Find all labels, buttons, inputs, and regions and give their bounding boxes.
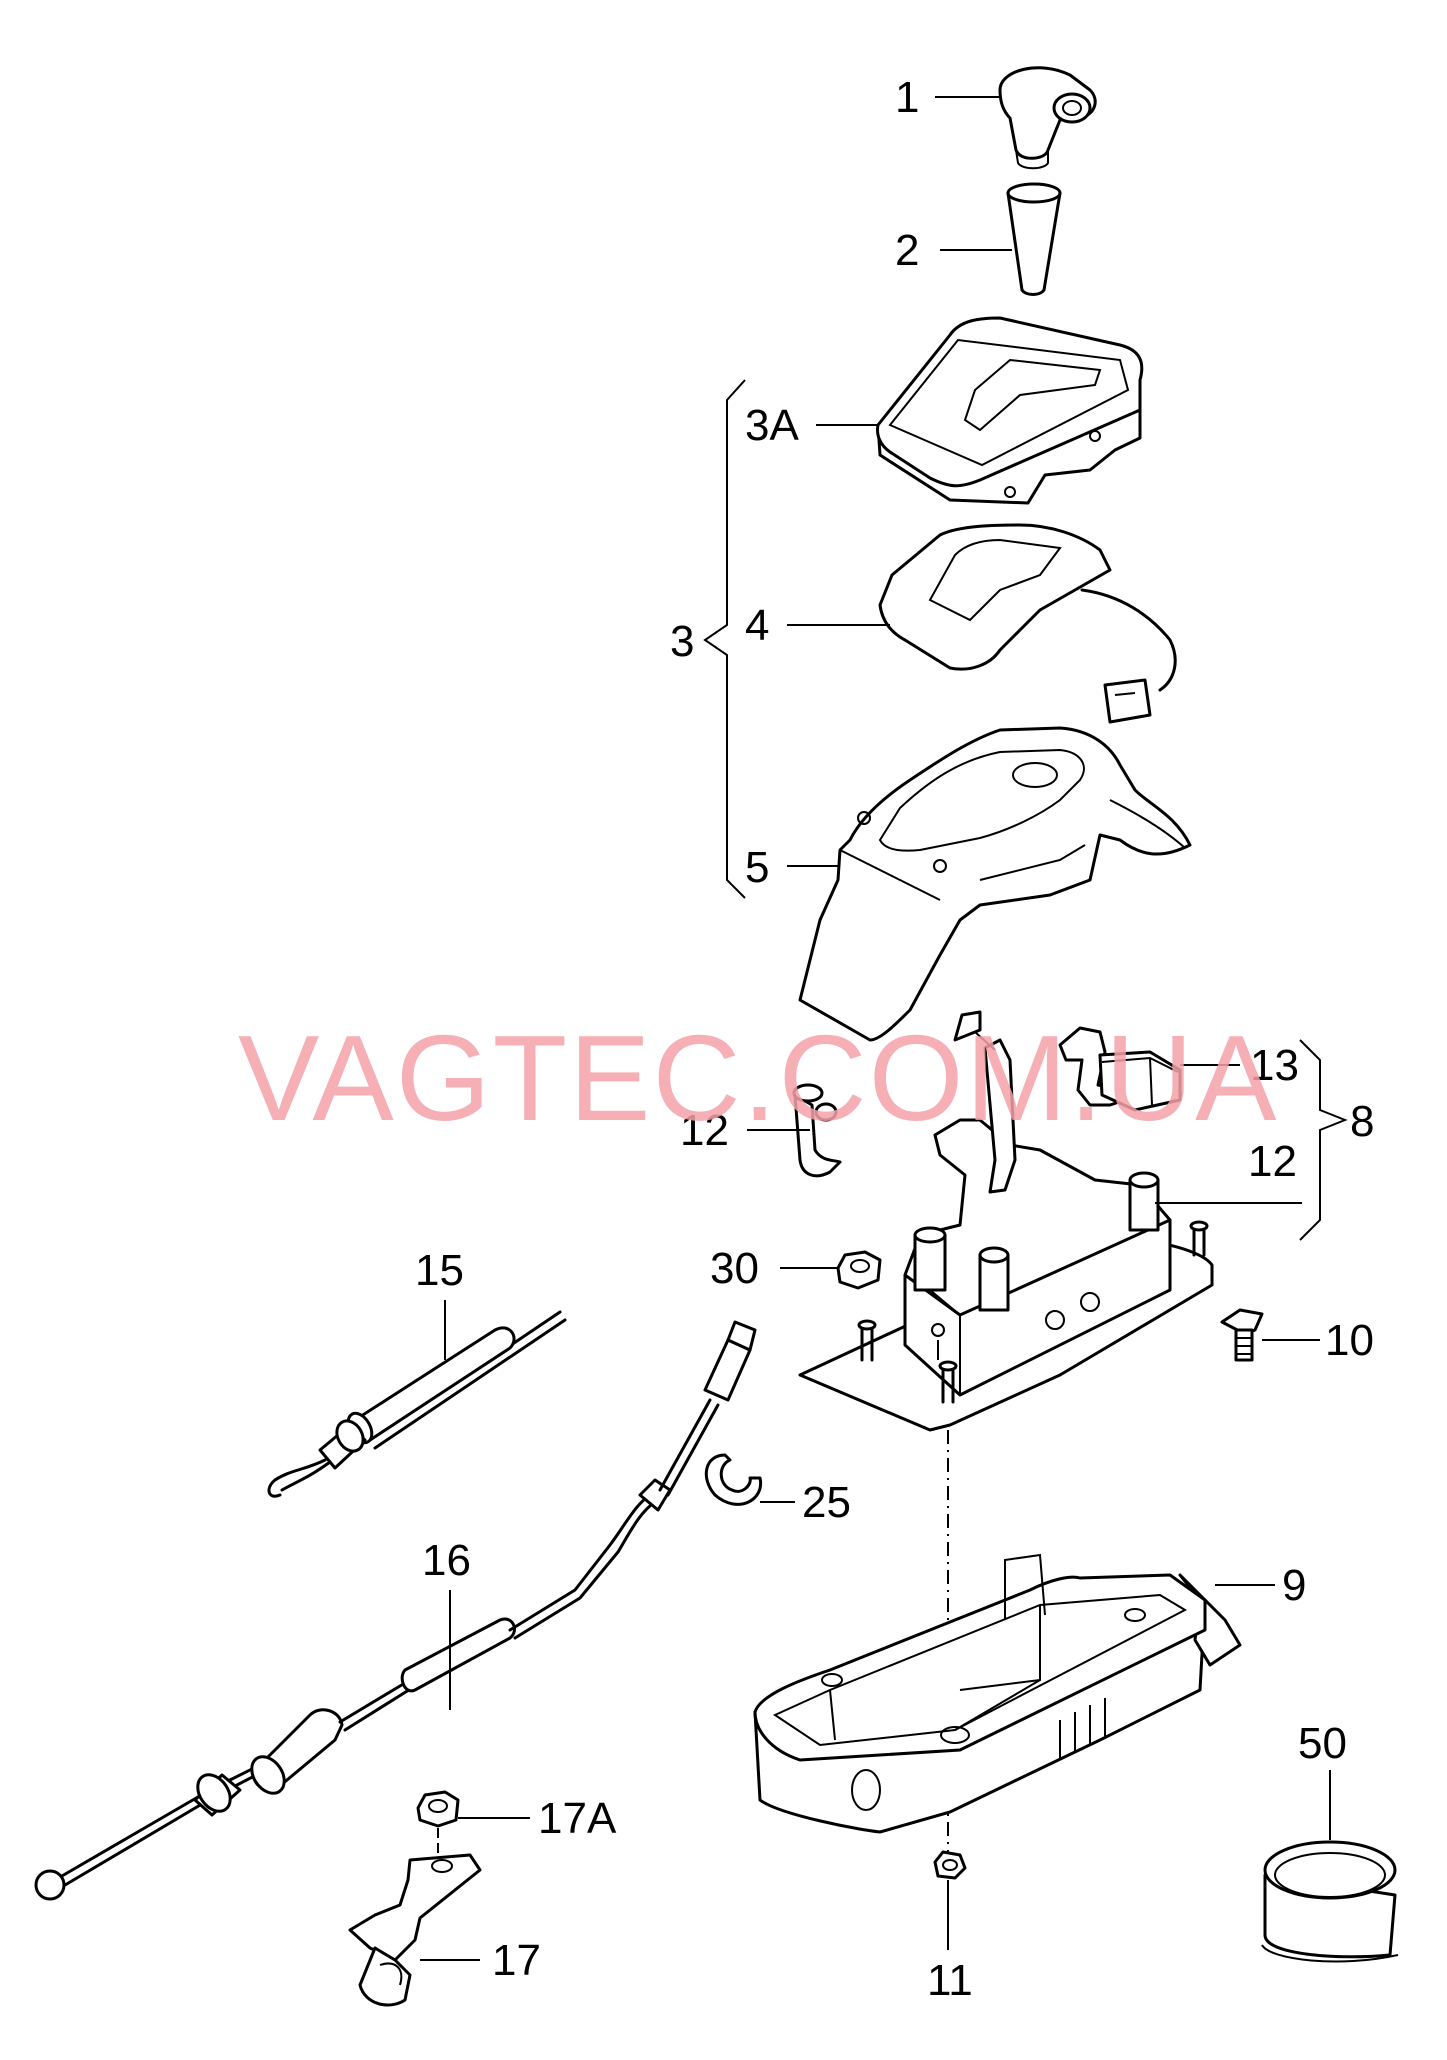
cylinder-mid [978,1246,1010,1312]
part-50-grommet [1261,1840,1399,1963]
cylinder-right [1128,1171,1160,1232]
label-11: 11 [927,1956,973,2005]
part-10-bolt [1220,1308,1264,1362]
part-2-sleeve [1006,182,1062,296]
label-17: 17 [492,1936,541,1985]
label-15: 15 [415,1246,464,1295]
part-3a-cover [876,316,1144,505]
label-2: 2 [895,226,919,275]
label-30: 30 [710,1244,759,1293]
label-17a: 17A [538,1794,617,1843]
label-3a: 3A [745,401,799,450]
part-30-nut [836,1250,882,1290]
label-1: 1 [895,73,919,122]
part-1-shift-knob [998,66,1097,170]
label-8: 8 [1350,1097,1374,1146]
part-25-clip [704,1453,763,1506]
bracket-group-3 [703,379,746,899]
part-11-screw [933,1850,967,1880]
label-3: 3 [670,617,694,666]
part-17a-nut [416,1790,460,1858]
part-13-lock-solenoid [1058,1026,1182,1112]
label-13: 13 [1250,1041,1299,1090]
watermark: VAGTEC.COM.UA [238,1010,1278,1146]
cylinder-left [913,1226,947,1292]
part-4-gear-indicator [878,523,1177,724]
part-9-base-tray [753,1553,1242,1834]
part-16-shift-cable [34,1320,757,1901]
label-9: 9 [1282,1561,1306,1610]
label-50: 50 [1298,1719,1347,1768]
leader-lines [420,96,1331,1961]
label-12-mech: 12 [1248,1137,1297,1186]
label-25: 25 [802,1478,851,1527]
bracket-group-8 [1299,1039,1348,1241]
label-12-pin: 12 [680,1106,729,1155]
label-10: 10 [1325,1316,1374,1365]
label-5: 5 [745,843,769,892]
part-15-cable [267,1310,567,1498]
part-17-bracket [348,1853,482,2007]
part-12-pin [792,1083,842,1178]
part-5-housing [798,726,1192,1042]
part-8-selector-mechanism [798,1010,1214,1860]
label-4: 4 [745,601,769,650]
label-16: 16 [422,1536,471,1585]
